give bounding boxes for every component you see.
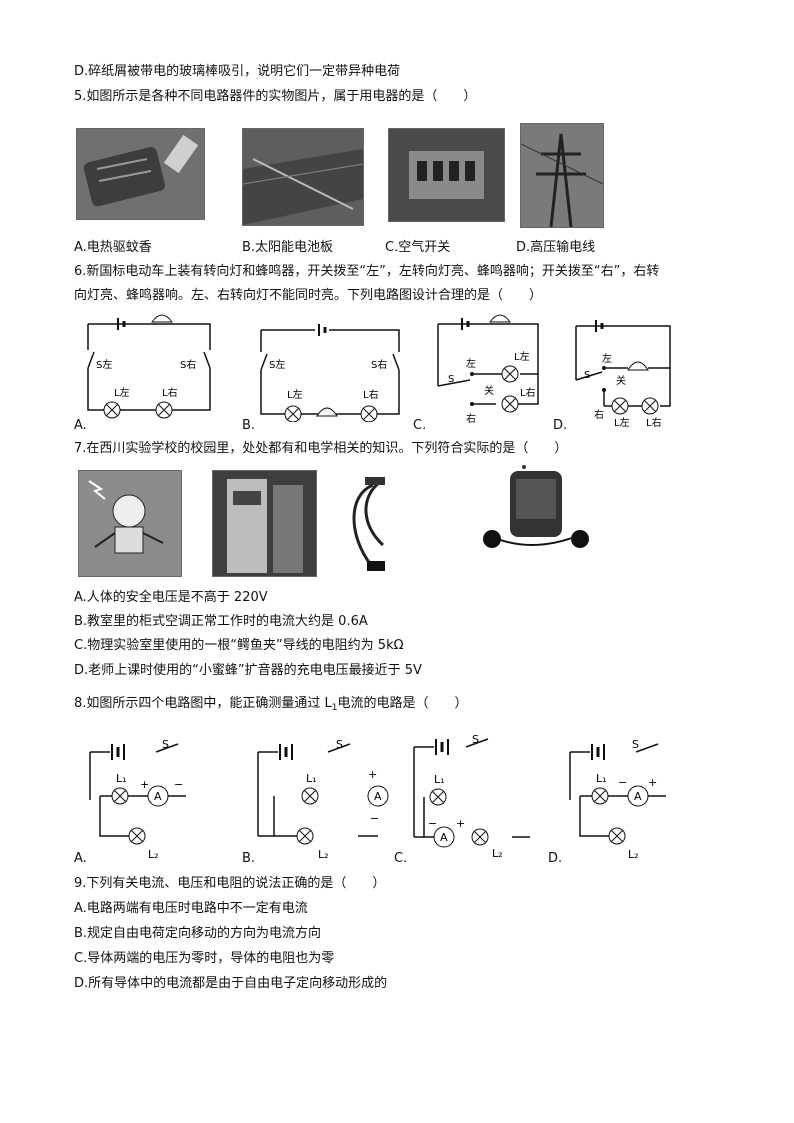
q6b-l-right-label: L右	[363, 388, 379, 401]
q7-photo-electric-shock-cartoon	[78, 470, 182, 577]
q6b-s-left-label: S左	[269, 358, 285, 371]
q6-option-d: D.	[553, 418, 568, 433]
q6d-l-right-label: L右	[646, 416, 662, 428]
q8-option-a: A.	[74, 851, 87, 866]
q5-stem: 5.如图所示是各种不同电路器件的实物图片，属于用电器的是（ ）	[74, 89, 477, 104]
q8a-s-label: S	[162, 738, 169, 751]
q5-photo-solar-panel	[242, 128, 364, 226]
q8-circuit-c: A S L₁ − + L₂	[408, 733, 538, 858]
q8b-s-label: S	[336, 738, 343, 751]
q7-option-c: C.物理实验室里使用的一根“鳄鱼夹”导线的电阻约为 5kΩ	[74, 638, 404, 653]
q7-option-d: D.老师上课时使用的“小蜜蜂”扩音器的充电电压最接近于 5V	[74, 663, 422, 678]
q6-option-b: B.	[242, 418, 256, 433]
q6-stem-line2: 向灯亮、蜂鸣器响。左、右转向灯不能同时亮。下列电路图设计合理的是（ ）	[74, 288, 543, 303]
q6d-right-label: 右	[594, 408, 604, 421]
q8-stem-sub: 1	[331, 703, 338, 713]
q8b-minus-label: −	[370, 812, 379, 825]
q6-circuit-a: S左 S右 L左 L右	[84, 310, 214, 420]
q5-photo-mosquito-repellent	[76, 128, 205, 220]
q8-stem: 8.如图所示四个电路图中，能正确测量通过 L1电流的电路是（ ）	[74, 695, 468, 717]
q6d-s-label: S	[584, 370, 590, 381]
q5-photo-air-switch	[388, 128, 505, 222]
q5-option-b: B.太阳能电池板	[242, 240, 334, 255]
q6b-s-right-label: S右	[371, 358, 387, 371]
q8c-ammeter-label: A	[440, 831, 448, 844]
q9-option-a: A.电路两端有电压时电路中不一定有电流	[74, 901, 308, 916]
q7-photo-cabinet-air-conditioner	[212, 470, 317, 577]
q7-photo-alligator-clip-wire	[343, 475, 398, 575]
q8-circuit-a: A S L₁ + − L₂	[86, 736, 221, 861]
q4-option-d: D.碎纸屑被带电的玻璃棒吸引，说明它们一定带异种电荷	[74, 64, 401, 79]
q6a-l-right-label: L右	[162, 386, 178, 399]
q8a-ammeter-label: A	[154, 790, 162, 803]
q6c-l-left-label: L左	[514, 350, 530, 363]
q9-option-d: D.所有导体中的电流都是由于自由电子定向移动形成的	[74, 976, 388, 991]
q6c-right-label: 右	[466, 412, 476, 425]
q8-circuit-b: A S L₁ + − L₂	[254, 736, 394, 861]
q8-stem-prefix: 8.如图所示四个电路图中，能正确测量通过 L	[74, 696, 332, 711]
q8b-l2-label: L₂	[318, 848, 329, 861]
q6d-l-left-label: L左	[614, 416, 630, 428]
q8c-s-label: S	[472, 733, 479, 746]
q7-stem: 7.在西川实验学校的校园里，处处都有和电学相关的知识。下列符合实际的是（ ）	[74, 441, 568, 456]
q6-circuit-d: 左 S 关 右 L左 L右	[572, 316, 677, 428]
q6-option-c: C.	[413, 418, 427, 433]
q5-photo-power-lines	[520, 123, 604, 228]
q8a-plus-label: +	[140, 778, 149, 791]
q5-option-c: C.空气开关	[385, 240, 451, 255]
q7-photo-voice-amplifier	[480, 465, 595, 565]
q6-circuit-c: 左 L左 S 关 L右 右	[434, 310, 544, 425]
q6a-l-left-label: L左	[114, 386, 130, 399]
q8b-l1-label: L₁	[306, 772, 317, 785]
q8c-minus-label: −	[428, 817, 437, 830]
q8a-l1-label: L₁	[116, 772, 127, 785]
q8-circuit-d: A S L₁ − + L₂	[566, 736, 701, 861]
q9-option-c: C.导体两端的电压为零时，导体的电阻也为零	[74, 951, 335, 966]
q8-option-c: C.	[394, 851, 408, 866]
q6a-s-right-label: S右	[180, 358, 196, 371]
q8-option-b: B.	[242, 851, 256, 866]
q5-option-d: D.高压输电线	[516, 240, 596, 255]
q8b-ammeter-label: A	[374, 790, 382, 803]
q8d-l2-label: L₂	[628, 848, 639, 861]
q7-option-b: B.教室里的柜式空调正常工作时的电流大约是 0.6A	[74, 614, 368, 629]
q8a-minus-label: −	[174, 778, 183, 791]
q6c-s-label: S	[448, 374, 454, 385]
q8b-plus-label: +	[368, 768, 377, 781]
q8c-l1-label: L₁	[434, 773, 445, 786]
q6c-guan-label: 关	[484, 384, 494, 397]
q6a-s-left-label: S左	[96, 358, 112, 371]
q8d-s-label: S	[632, 738, 639, 751]
q8c-l2-label: L₂	[492, 847, 503, 858]
q6-stem-line1: 6.新国标电动车上装有转向灯和蜂鸣器，开关拨至“左”，左转向灯亮、蜂鸣器响；开关…	[74, 264, 660, 279]
q5-option-a: A.电热驱蚊香	[74, 240, 152, 255]
q9-stem: 9.下列有关电流、电压和电阻的说法正确的是（ ）	[74, 876, 386, 891]
q7-option-a: A.人体的安全电压是不高于 220V	[74, 590, 268, 605]
q8d-plus-label: +	[648, 776, 657, 789]
q8d-ammeter-label: A	[634, 790, 642, 803]
q6b-l-left-label: L左	[287, 388, 303, 401]
q6d-guan-label: 关	[616, 374, 626, 387]
q6-option-a: A.	[74, 418, 87, 433]
q6d-left-label: 左	[602, 352, 612, 365]
q8d-l1-label: L₁	[596, 772, 607, 785]
q9-option-b: B.规定自由电荷定向移动的方向为电流方向	[74, 926, 322, 941]
q8-option-d: D.	[548, 851, 563, 866]
q6c-left-label: 左	[466, 357, 476, 370]
q8a-l2-label: L₂	[148, 848, 159, 861]
q6-circuit-b: S左 S右 L左 L右	[255, 322, 405, 422]
q8c-plus-label: +	[456, 817, 465, 830]
q8-stem-suffix: 电流的电路是（ ）	[337, 696, 468, 711]
q6c-l-right-label: L右	[520, 386, 536, 399]
q8d-minus-label: −	[618, 776, 627, 789]
